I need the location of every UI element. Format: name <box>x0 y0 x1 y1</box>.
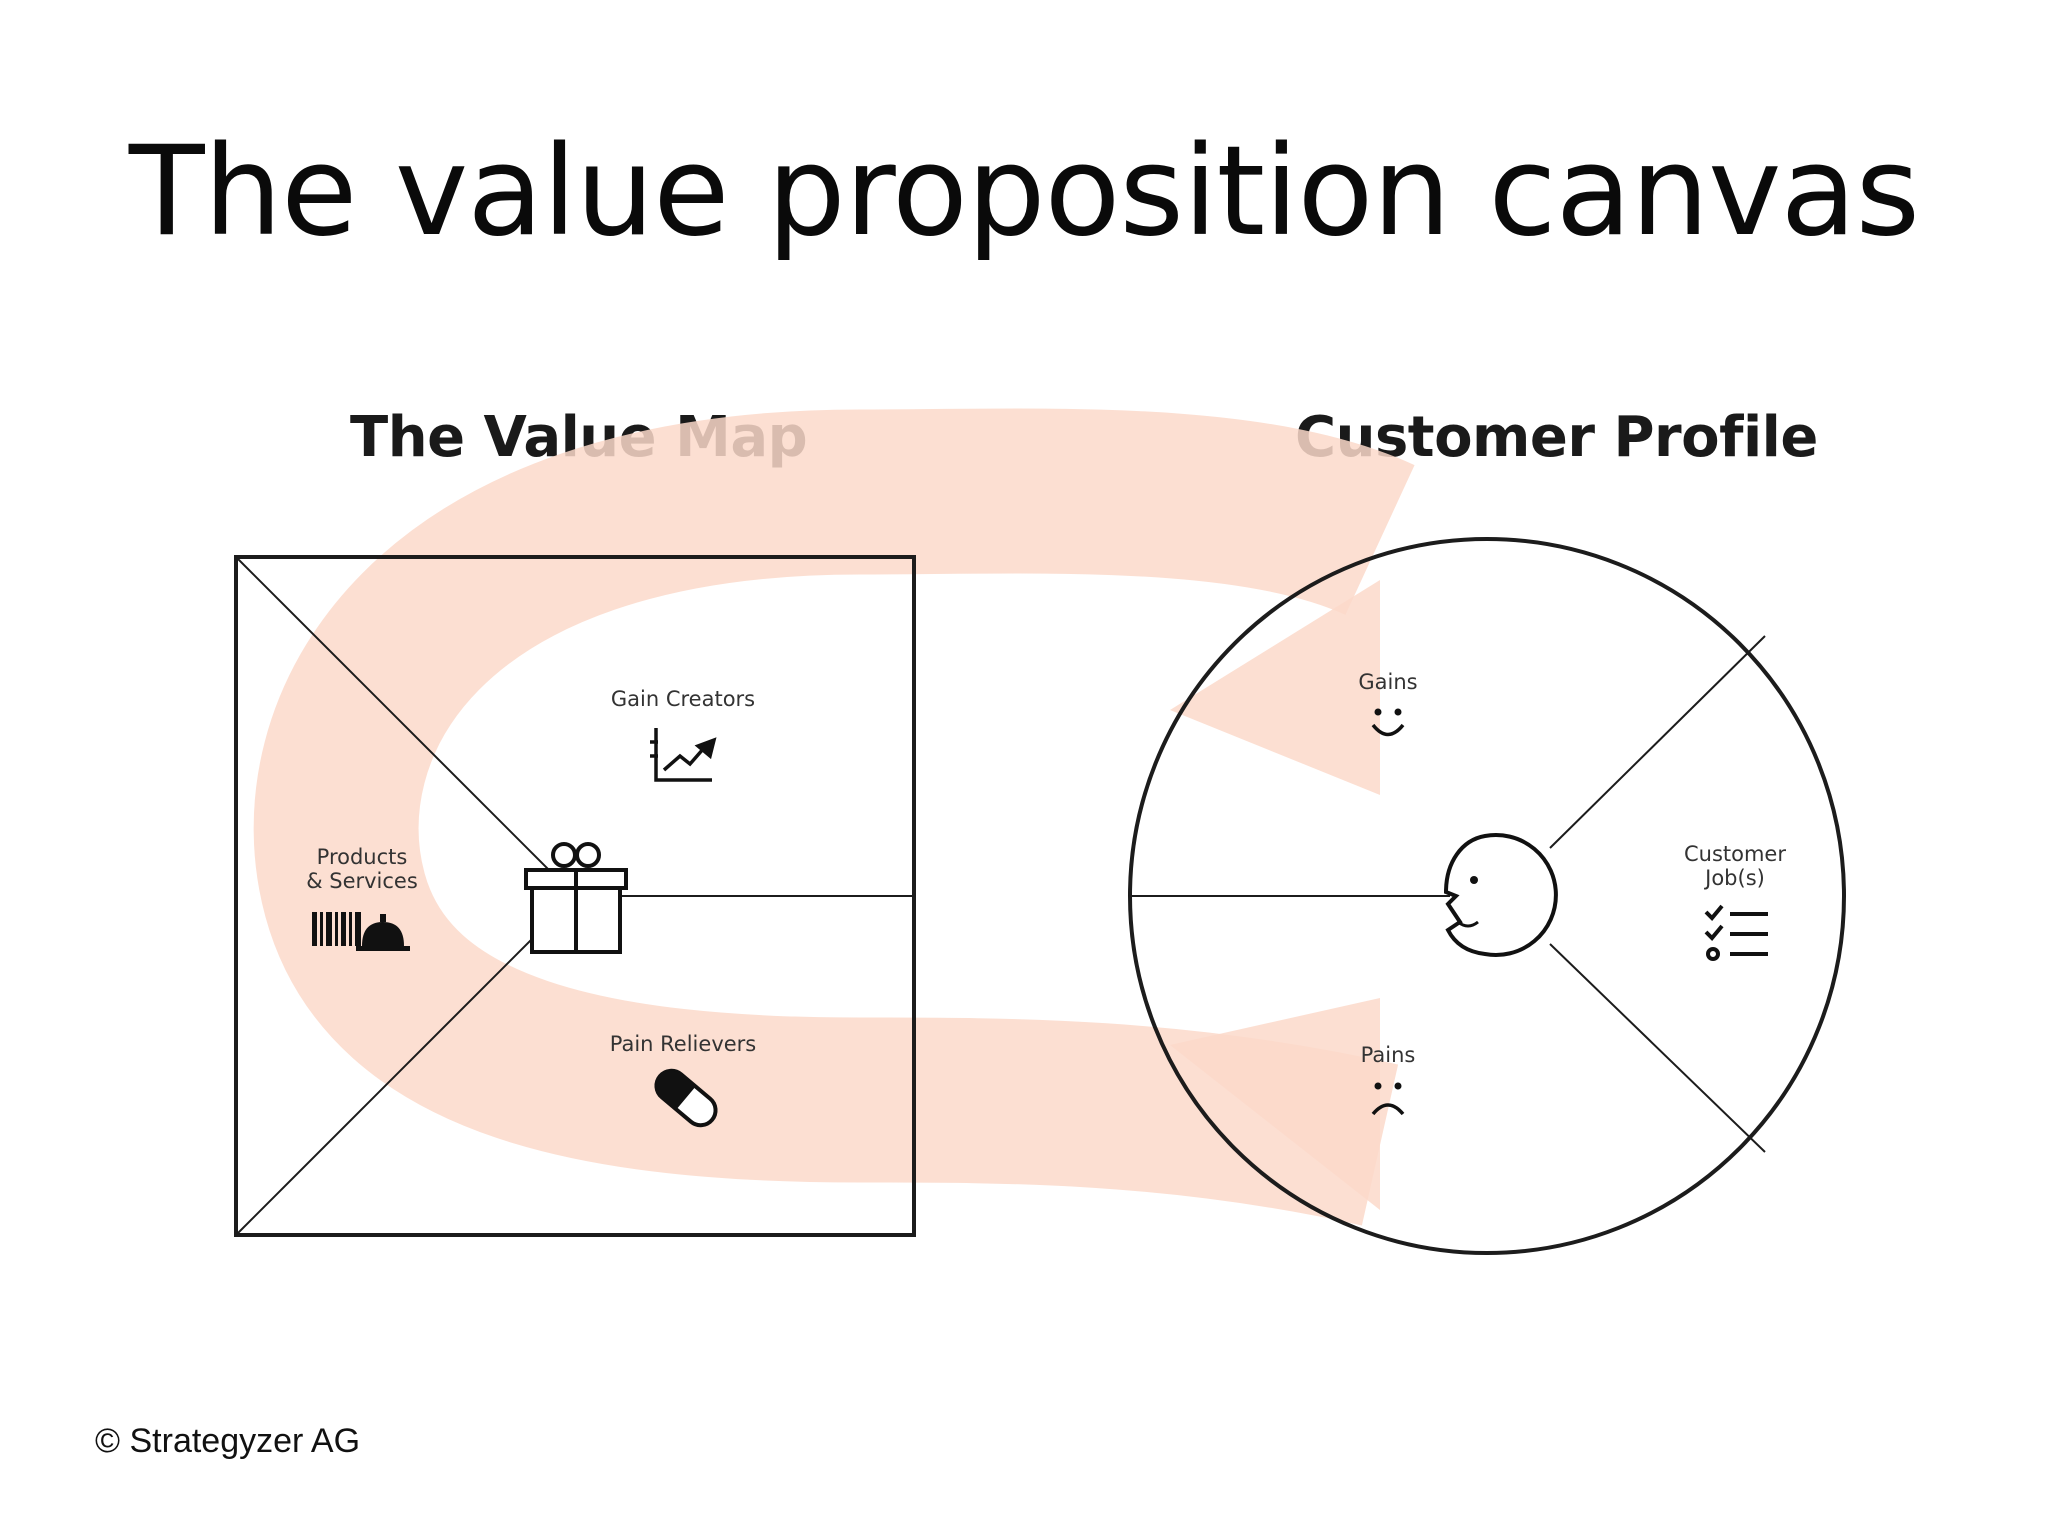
gains-label: Gains <box>1358 670 1418 694</box>
gift-icon <box>524 842 628 954</box>
service-bell-icon <box>356 914 410 951</box>
pains-label: Pains <box>1360 1043 1416 1067</box>
frown-icon <box>1371 1082 1405 1116</box>
pains-arrowhead <box>1170 998 1380 1210</box>
customer-jobs-label-line1: Customer <box>1683 842 1786 866</box>
customer-jobs-label-line2: Job(s) <box>1705 866 1765 890</box>
pain-relievers-label: Pain Relievers <box>609 1032 757 1056</box>
slide-title: The value proposition canvas <box>128 120 1920 264</box>
products-services-label-line1: Products <box>316 845 408 869</box>
gain-creators-label: Gain Creators <box>610 687 756 711</box>
chart-up-icon <box>650 728 717 782</box>
smile-icon <box>1371 708 1405 737</box>
fit-arrow-band <box>253 408 1415 1226</box>
pill-icon <box>654 1068 718 1128</box>
checklist-icon <box>1704 904 1768 961</box>
products-services-label-line2: & Services <box>306 869 418 893</box>
barcode-icon <box>312 912 361 946</box>
arrow-icon <box>253 408 1415 1226</box>
face-icon <box>1443 833 1558 957</box>
value-map-square <box>234 555 916 1237</box>
copyright-footer: © Strategyzer AG <box>95 1422 361 1460</box>
customer-profile-circle <box>1128 537 1846 1255</box>
gains-arrowhead <box>1170 580 1380 795</box>
